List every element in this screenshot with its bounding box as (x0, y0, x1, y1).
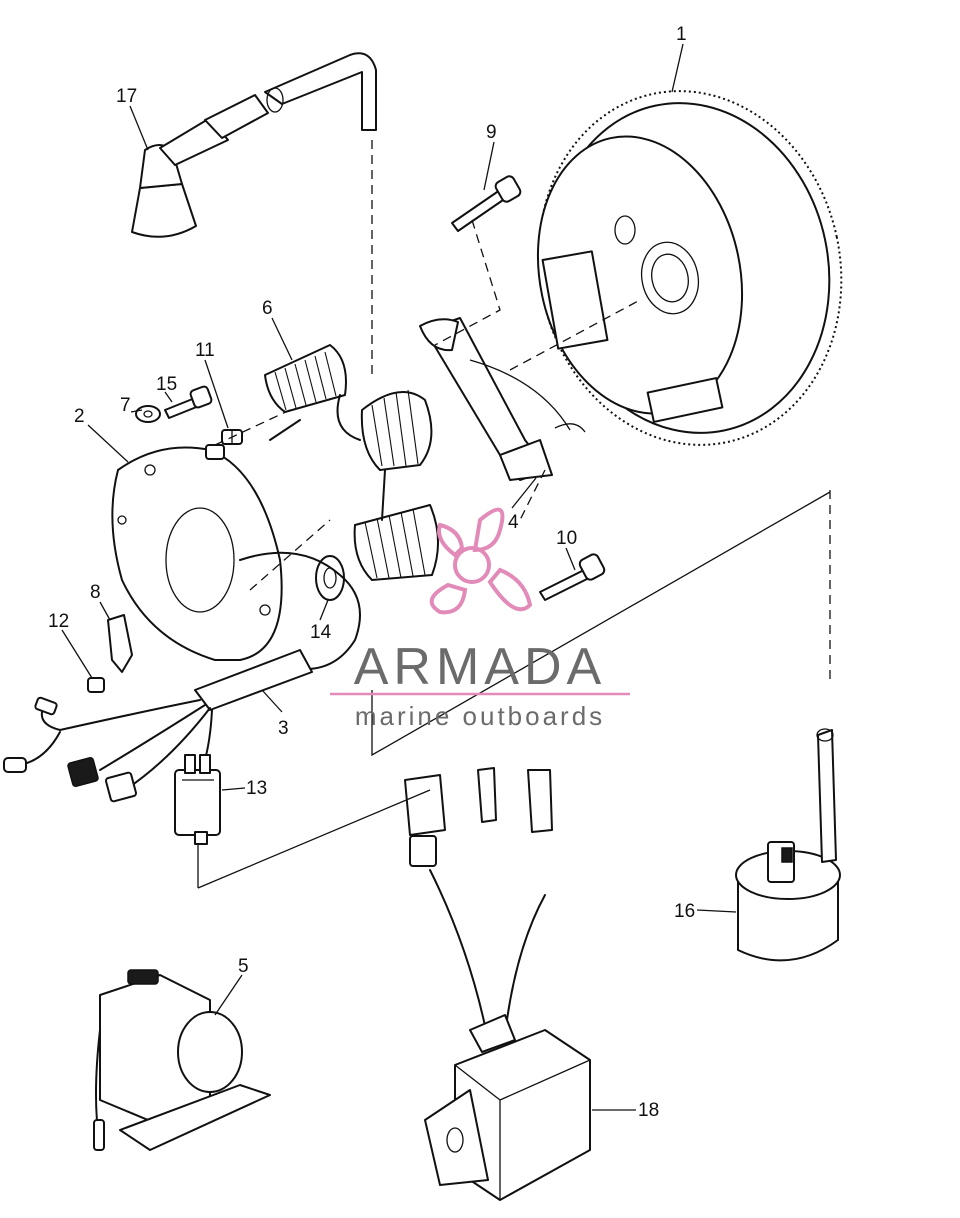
watermark-tagline: marine outboards (355, 701, 605, 731)
armada-logo (429, 507, 533, 615)
watermark: ARMADA marine outboards (330, 507, 630, 731)
guide-lines (197, 140, 831, 889)
flywheel (536, 90, 843, 446)
watermark-brand: ARMADA (354, 638, 606, 696)
callout-6: 6 (262, 298, 273, 319)
callout-17: 17 (116, 86, 137, 107)
spark-plug-cap (131, 52, 377, 238)
callout-4: 4 (508, 512, 519, 533)
cdi-unit-18 (404, 767, 591, 1201)
screw-10 (539, 553, 606, 601)
callout-7: 7 (120, 395, 131, 416)
callouts: 1 2 3 4 5 6 7 8 9 10 11 12 13 (48, 24, 737, 1121)
callout-5: 5 (238, 956, 249, 977)
callout-9: 9 (486, 122, 497, 143)
stator-base-plate (111, 444, 283, 661)
screw-12 (87, 677, 105, 693)
ignition-coil-16 (735, 728, 841, 962)
callout-11: 11 (195, 340, 215, 361)
callout-2: 2 (74, 406, 85, 427)
callout-10: 10 (556, 528, 577, 549)
callout-3: 3 (278, 718, 289, 739)
callout-8: 8 (90, 582, 101, 603)
callout-15: 15 (156, 374, 177, 395)
callout-1: 1 (676, 24, 687, 45)
callout-18: 18 (638, 1100, 659, 1121)
connector-13 (174, 754, 221, 845)
washer-7 (135, 405, 161, 423)
wire-harness-3 (3, 551, 361, 803)
callout-12: 12 (48, 611, 69, 632)
clamp-8 (107, 614, 133, 673)
charge-coil (419, 317, 586, 481)
screw-9 (451, 175, 522, 232)
rectifier-5 (93, 969, 271, 1151)
stator-coils (264, 344, 440, 581)
screw-15 (164, 385, 213, 419)
callout-14: 14 (310, 622, 332, 643)
callout-13: 13 (246, 778, 267, 799)
callout-16: 16 (674, 901, 695, 922)
